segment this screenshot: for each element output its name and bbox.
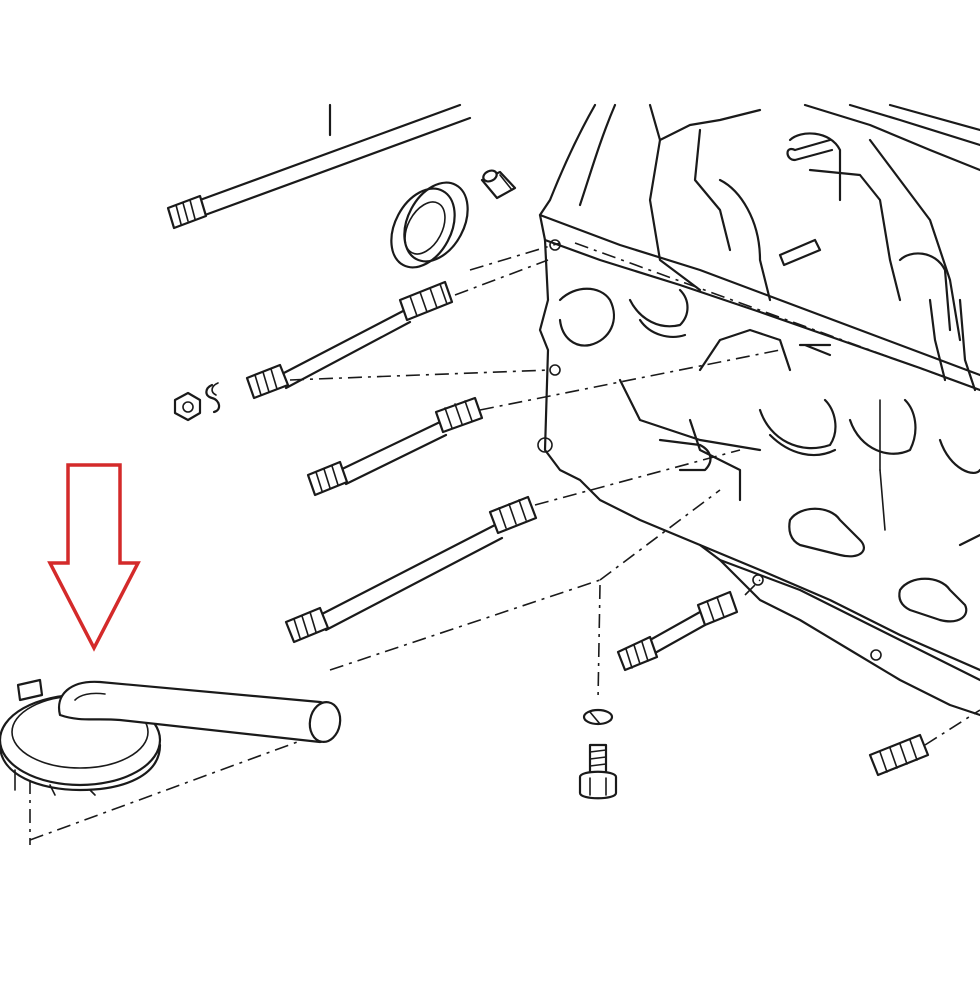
highlight-arrow <box>47 463 141 652</box>
stud-4 <box>616 590 739 672</box>
stud-2 <box>306 396 484 497</box>
engine-block <box>537 103 980 717</box>
nut <box>173 391 202 422</box>
oil-pickup-tube <box>0 678 342 796</box>
dowel-pin <box>480 169 517 200</box>
assembly-center-lines <box>29 242 980 845</box>
spring-washer <box>205 382 221 414</box>
long-stud <box>166 103 472 230</box>
stud-5 <box>868 733 930 777</box>
seal-ring <box>390 181 469 269</box>
stud-3 <box>284 495 538 644</box>
lock-washer <box>582 708 614 726</box>
bolt <box>578 743 618 800</box>
stud-1 <box>245 280 454 400</box>
